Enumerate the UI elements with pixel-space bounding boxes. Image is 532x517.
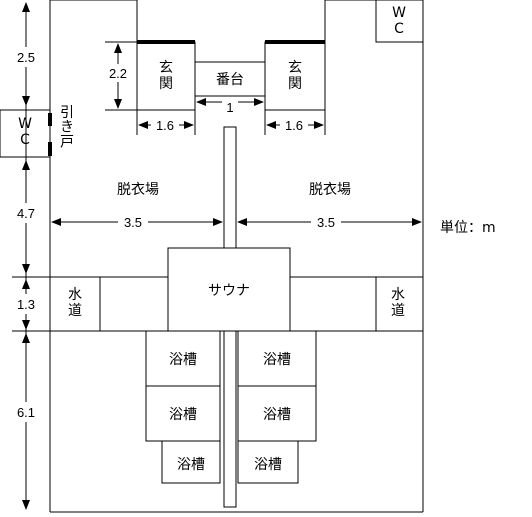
bathtub-label-4: 浴槽 <box>263 407 291 423</box>
sliding-door-label: 引き戸 <box>60 105 74 150</box>
changing-right-label: 脱衣場 <box>309 182 351 198</box>
water-left-label: 水道 <box>68 287 82 319</box>
bathtub-label-1: 浴槽 <box>169 352 197 368</box>
dim-left-top: 2.5 <box>17 50 35 65</box>
sauna-label: サウナ <box>208 283 250 299</box>
dim-left-water: 1.3 <box>17 297 35 312</box>
dim-left-mid: 4.7 <box>17 206 35 221</box>
bathtub-label-6: 浴槽 <box>254 457 282 473</box>
water-right-label: 水道 <box>391 287 405 319</box>
bathtub-label-2: 浴槽 <box>263 352 291 368</box>
reception-label: 番台 <box>216 72 244 88</box>
dim-changing-right: 3.5 <box>317 215 335 230</box>
water-band: 水道 水道 <box>49 276 424 332</box>
entrance-right: 玄関 <box>264 40 326 111</box>
entrance-left: 玄関 <box>136 40 196 111</box>
dim-reception-width: 1 <box>226 100 233 115</box>
entrance-width-dimensions <box>136 96 326 135</box>
entrance-left-label: 玄関 <box>159 59 173 92</box>
bathtub-label-3: 浴槽 <box>169 407 197 423</box>
entrance-height-dimension <box>104 41 137 111</box>
unit-label: 単位：m <box>440 220 496 236</box>
entrance-right-label: 玄関 <box>288 59 302 92</box>
dim-entrance-width-left: 1.6 <box>156 118 174 133</box>
dim-left-bottom: 6.1 <box>17 405 35 420</box>
bathtub-label-5: 浴槽 <box>177 457 205 473</box>
dim-entrance-width-right: 1.6 <box>285 118 303 133</box>
reception: 番台 <box>194 61 266 97</box>
changing-left-label: 脱衣場 <box>117 182 159 198</box>
dim-entrance-height: 2.2 <box>109 66 127 81</box>
changing-width-dimensions <box>51 214 422 230</box>
sauna: サウナ <box>167 247 291 332</box>
bathtubs: 浴槽 浴槽 浴槽 浴槽 浴槽 浴槽 <box>145 330 317 484</box>
dim-changing-left: 3.5 <box>124 215 142 230</box>
left-dimension-line <box>8 2 50 510</box>
